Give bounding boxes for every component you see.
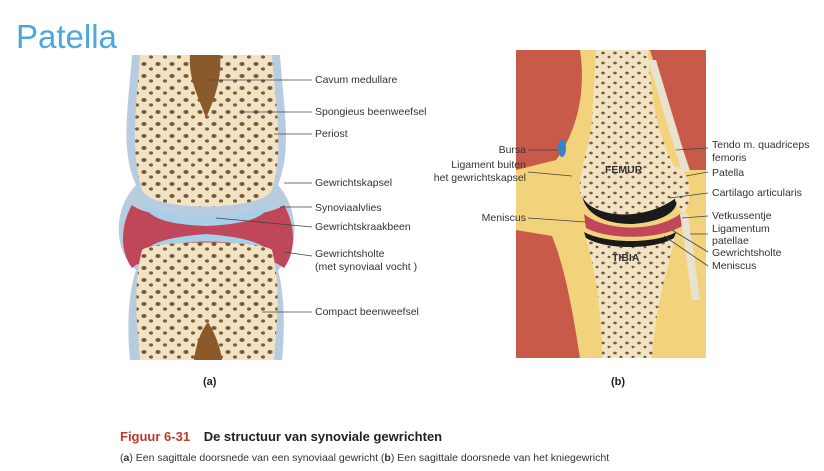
cavum-medullare	[189, 55, 221, 118]
label-compact-beenweefsel: Compact beenweefsel	[315, 306, 419, 318]
bone-label-tibia: TIBIA	[612, 252, 640, 264]
bone-label-femur: FEMUR	[605, 164, 643, 176]
label-ligamentum: Ligamentum	[712, 223, 770, 235]
figure-a-synovial-joint	[118, 55, 313, 360]
label-patella: Patella	[712, 167, 745, 179]
cavum-medullare-lower	[194, 322, 222, 360]
caption-a-text: ) Een sagittale doorsnede van een synovi…	[129, 452, 385, 464]
figure-a-tag: (a)	[203, 376, 217, 388]
label-vetkussentje: Vetkussentje	[712, 210, 772, 222]
figure-b-knee-joint	[516, 50, 709, 358]
caption-b-tag: b	[384, 452, 391, 464]
tibia-cartilage	[584, 232, 676, 247]
upper-bone	[134, 55, 279, 207]
label-periost: Periost	[315, 128, 348, 140]
patella-bone	[673, 166, 690, 214]
posterior-muscle-lower	[516, 230, 580, 358]
label-cartilago-articularis: Cartilago articularis	[712, 187, 802, 199]
label-synoviaalvlies: Synoviaalvlies	[315, 202, 382, 214]
label-tendo-quadriceps: Tendo m. quadriceps	[712, 139, 810, 151]
figure-caption-description: (a) Een sagittale doorsnede van een syno…	[120, 452, 609, 464]
posterior-muscle-upper	[516, 50, 582, 170]
label-ligament-buiten: Ligament buiten	[451, 159, 526, 171]
label-cavum-medullare: Cavum medullare	[315, 74, 398, 86]
label-gewrichtsholte-b: Gewrichtsholte	[712, 247, 782, 259]
label-bursa: Bursa	[498, 144, 526, 156]
lower-bone	[136, 242, 278, 360]
femur-bone	[579, 50, 681, 218]
figure-number: Figuur 6-31	[120, 429, 191, 444]
patellar-ligament	[680, 214, 700, 300]
caption-a-tag: a	[123, 452, 130, 464]
tibia-bone	[584, 232, 676, 358]
figure-title: De structuur van synoviale gewrichten	[203, 429, 443, 444]
articular-cartilage-lower	[142, 234, 272, 258]
label-patellae: patellae	[712, 235, 749, 247]
label-femoris: femoris	[712, 152, 747, 164]
label-gewrichtskraakbeen: Gewrichtskraakbeen	[315, 221, 411, 233]
articular-cartilage-upper	[142, 200, 272, 226]
label-gewrichtskapsel-b: het gewrichtskapsel	[433, 172, 526, 184]
label-spongieus-beenweefsel: Spongieus beenweefsel	[315, 106, 427, 118]
quadriceps-muscle	[650, 50, 706, 170]
knee-joint-cavity	[584, 214, 682, 237]
label-meniscus-right: Meniscus	[712, 260, 757, 272]
quadriceps-tendon	[648, 60, 690, 172]
label-synoviaal-vocht: (met synoviaal vocht )	[315, 261, 418, 273]
label-meniscus-left: Meniscus	[481, 212, 526, 224]
label-gewrichtsholte: Gewrichtsholte	[315, 248, 385, 260]
bursa	[558, 139, 566, 157]
figure-b-tag: (b)	[611, 376, 626, 388]
label-gewrichtskapsel: Gewrichtskapsel	[315, 177, 393, 189]
caption-b-text: ) Een sagittale doorsnede van het kniege…	[390, 452, 610, 464]
figure-caption-title: Figuur 6-31 De structuur van synoviale g…	[120, 429, 442, 444]
caption-open-paren: (	[120, 452, 124, 464]
femur-cartilage	[582, 196, 677, 224]
slide-title: Patella	[16, 18, 117, 55]
